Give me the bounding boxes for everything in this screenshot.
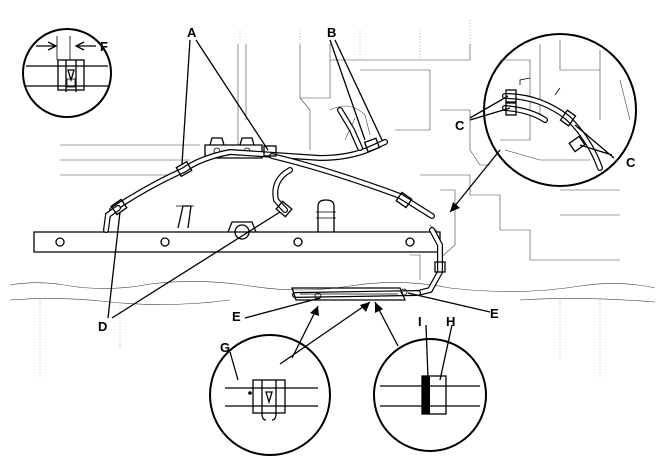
- hose-fittings: [110, 137, 446, 273]
- callout-e-right: E: [490, 306, 499, 321]
- callout-f: F: [100, 39, 108, 54]
- callout-c-left: C: [455, 118, 465, 133]
- inset-hi-detail: [373, 338, 487, 452]
- engine-background: [9, 20, 656, 380]
- callout-d: D: [98, 319, 107, 334]
- callout-c-right: C: [626, 155, 636, 170]
- inset-c-detail: [483, 33, 637, 187]
- lower-line-bracket: [291, 287, 408, 301]
- callout-labels: A B C C D E E F G H I: [98, 25, 636, 355]
- fuel-rail: [33, 199, 441, 253]
- callout-g: G: [220, 340, 230, 355]
- callout-i: I: [418, 314, 422, 329]
- callout-h: H: [446, 314, 455, 329]
- fuel-hoses: [103, 107, 443, 298]
- leader-lines: [107, 39, 615, 381]
- callout-e-left: E: [232, 309, 241, 324]
- detail-arrows: [279, 149, 501, 365]
- callout-b: B: [327, 25, 336, 40]
- inset-f-detail: [22, 28, 112, 118]
- callout-a: A: [187, 25, 197, 40]
- inset-g-detail: [209, 334, 331, 456]
